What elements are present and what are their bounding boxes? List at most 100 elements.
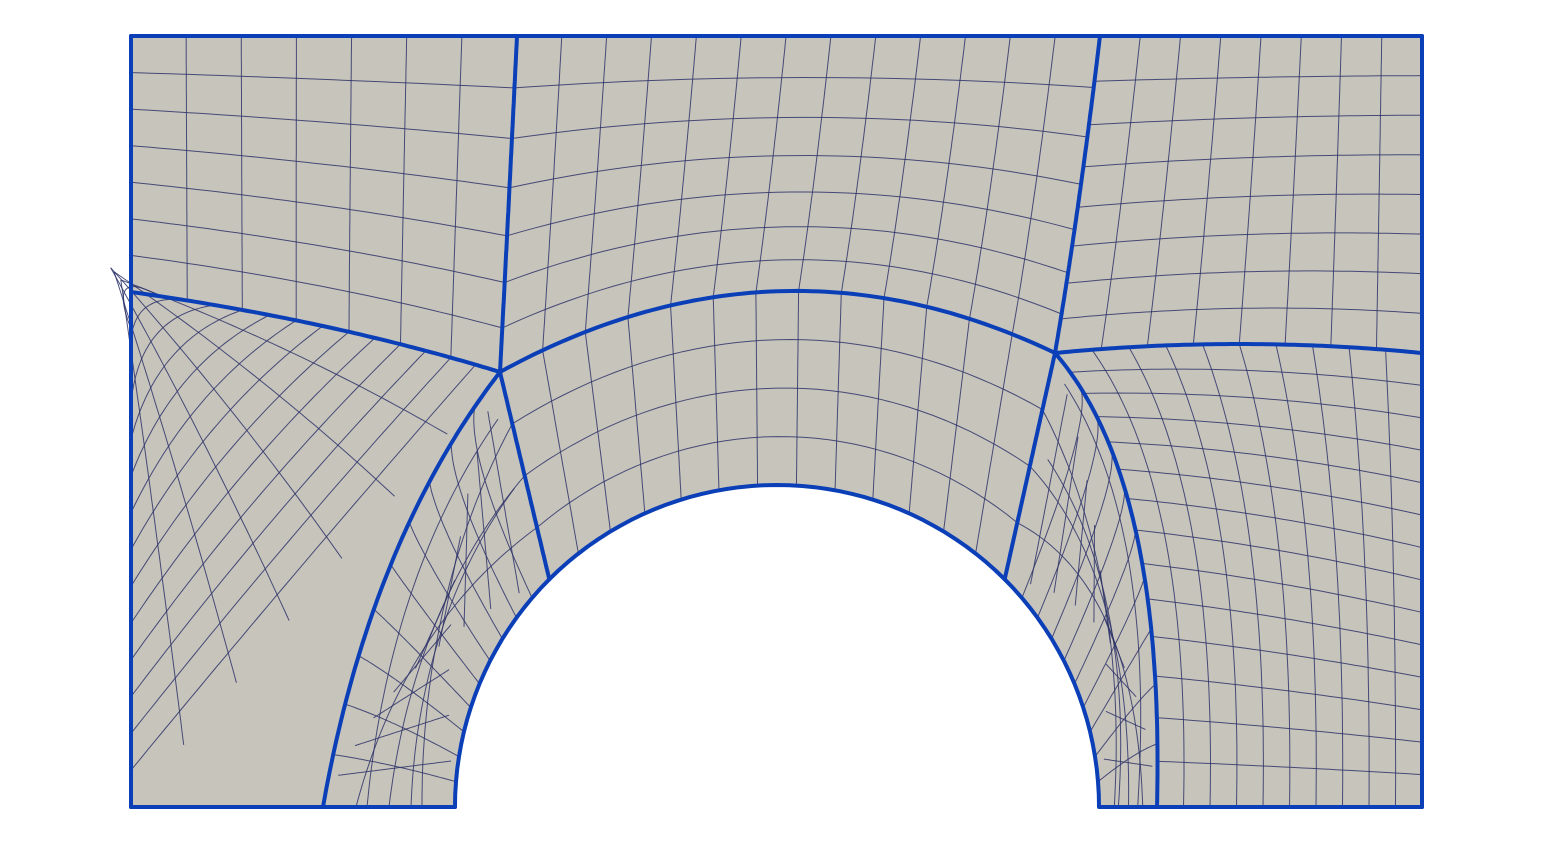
boundary-divider-1 [498, 34, 519, 374]
mesh-line [1037, 411, 1099, 618]
mesh-line [130, 357, 452, 734]
block-ring-right [1017, 394, 1153, 808]
mesh-line [1108, 441, 1423, 484]
boundary-divider-right [1053, 342, 1424, 355]
mesh-line [1082, 577, 1145, 708]
mesh-line [1156, 717, 1423, 743]
mesh-line [504, 226, 1069, 283]
mesh-line [1147, 598, 1423, 646]
mesh-line [542, 35, 563, 351]
mesh-line [388, 475, 526, 808]
mesh-line [1151, 636, 1423, 678]
mesh-line [400, 35, 408, 345]
mesh-fill [131, 36, 1422, 807]
mesh-line [130, 319, 297, 513]
block-bottom-right [1070, 343, 1423, 808]
mesh-line [1083, 392, 1423, 419]
mesh-line [333, 754, 457, 783]
mesh-line [130, 331, 350, 587]
mesh-line [511, 116, 1088, 139]
mesh-line [373, 608, 472, 708]
mesh-line [1029, 465, 1130, 808]
mesh-domain-fill [131, 36, 1422, 807]
mesh-line [627, 35, 652, 318]
boundary-radial-2 [1002, 351, 1057, 582]
mesh-line [1074, 529, 1136, 685]
mesh-line [348, 35, 353, 332]
mesh-line [130, 325, 324, 550]
mesh-line [390, 564, 480, 685]
mesh-line [1088, 114, 1422, 126]
mesh-line [798, 35, 832, 291]
mesh-line [883, 35, 922, 299]
mesh-line [1097, 743, 1158, 783]
mesh-line [1063, 486, 1125, 662]
mesh-line [1077, 193, 1423, 208]
mesh-line [755, 35, 787, 293]
mesh-line [1089, 628, 1152, 733]
boundary-radial-1 [498, 370, 552, 582]
mesh-line [130, 72, 515, 89]
mesh-line [130, 350, 427, 697]
mesh-line [1094, 683, 1156, 757]
mesh-line [840, 35, 877, 293]
mesh-line [130, 181, 508, 237]
mesh-line [1157, 760, 1423, 776]
mesh-line [1070, 368, 1423, 386]
mesh-line [1096, 416, 1423, 451]
mesh-line [355, 527, 538, 808]
mesh-line [1017, 522, 1144, 808]
boundary-divider-left [129, 290, 502, 374]
mesh-line [584, 35, 608, 333]
mesh-line [1118, 468, 1423, 516]
boundary-divider-2 [1053, 34, 1102, 355]
mesh-line [1127, 498, 1423, 549]
mesh-line [130, 364, 476, 771]
mesh-line [509, 154, 1082, 189]
mesh-line [1060, 307, 1423, 320]
mesh-line [130, 218, 505, 283]
mesh-line [130, 254, 503, 329]
mesh-line [502, 259, 1062, 329]
mesh-line [358, 655, 465, 733]
block-boundaries [129, 34, 1424, 809]
mesh-line [130, 145, 510, 189]
mesh-line [1066, 270, 1423, 284]
boundary-ring-right [1053, 351, 1160, 809]
mesh-line [514, 76, 1094, 89]
mesh-line [240, 36, 243, 310]
mesh-line [506, 191, 1075, 237]
mesh-line [926, 35, 966, 307]
mesh-line [130, 309, 243, 440]
mesh-line [1083, 154, 1423, 168]
block-top-left [130, 35, 515, 358]
mesh-line [408, 522, 491, 662]
block-top-middle [502, 35, 1094, 351]
mesh-line [185, 35, 188, 301]
block-ring-right-a [1021, 380, 1158, 808]
mesh-line [1072, 232, 1423, 247]
mesh-line [1051, 447, 1113, 639]
mesh-line [130, 343, 401, 661]
mesh-line [536, 436, 1018, 528]
mesh-line [1135, 529, 1423, 581]
mesh-line [1154, 675, 1423, 711]
mesh-line [130, 304, 216, 403]
block-arch-top [512, 290, 1043, 554]
boundary-ring-left [321, 370, 502, 809]
mesh-line [1142, 562, 1423, 613]
mesh-line [130, 337, 376, 624]
mesh-line [670, 35, 697, 306]
mesh-line [1011, 35, 1056, 335]
mesh-line [969, 35, 1011, 319]
mesh-line [130, 108, 512, 139]
mesh-line [429, 481, 503, 640]
mesh-line [1041, 409, 1117, 808]
mesh-line [524, 387, 1031, 477]
block-top-right [1060, 35, 1423, 350]
mesh-line [712, 35, 742, 298]
mesh-line [344, 703, 460, 758]
mesh-line [450, 35, 463, 358]
